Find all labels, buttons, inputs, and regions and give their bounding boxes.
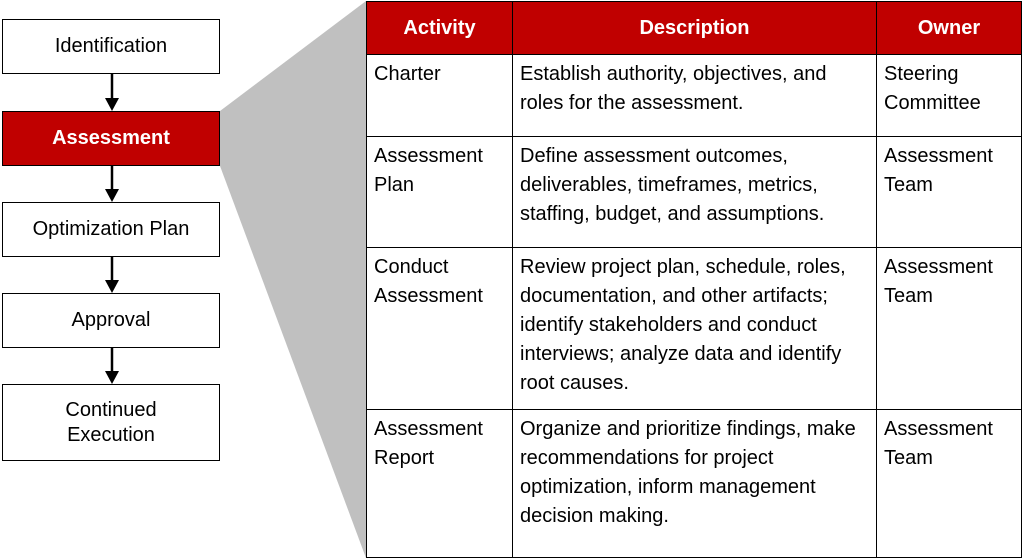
cell-description: Review project plan, schedule, roles, do… <box>512 247 877 410</box>
step-label: Continued Execution <box>65 398 157 446</box>
table-row: Assessment Plan Define assessment outcom… <box>366 136 1022 248</box>
cell-activity: Charter <box>366 54 513 137</box>
step-label: Assessment <box>52 127 170 149</box>
table-row: Conduct Assessment Review project plan, … <box>366 247 1022 410</box>
arrow-down-icon <box>105 257 119 293</box>
step-identification: Identification <box>2 19 220 74</box>
step-approval: Approval <box>2 293 220 348</box>
cell-activity: Assessment Report <box>366 409 513 558</box>
cell-description: Organize and prioritize findings, make r… <box>512 409 877 558</box>
step-assessment: Assessment <box>2 111 220 166</box>
table-row: Assessment Report Organize and prioritiz… <box>366 409 1022 558</box>
cell-activity: Assessment Plan <box>366 136 513 248</box>
arrow-down-icon <box>105 348 119 384</box>
column-header-activity: Activity <box>366 1 513 55</box>
arrow-down-icon <box>105 166 119 202</box>
arrow-down-icon <box>105 74 119 111</box>
step-label: Optimization Plan <box>32 218 190 240</box>
cell-activity: Conduct Assessment <box>366 247 513 410</box>
cell-description: Define assessment outcomes, deliverables… <box>512 136 877 248</box>
step-label: Approval <box>71 309 151 331</box>
column-header-owner: Owner <box>876 1 1022 55</box>
table-row: Charter Establish authority, objectives,… <box>366 54 1022 137</box>
cell-owner: Steering Committee <box>876 54 1022 137</box>
cell-owner: Assessment Team <box>876 409 1022 558</box>
step-label: Identification <box>54 35 168 57</box>
cell-owner: Assessment Team <box>876 247 1022 410</box>
cell-owner: Assessment Team <box>876 136 1022 248</box>
assessment-activity-table: Activity Description Owner Charter Estab… <box>366 1 1022 558</box>
step-continued-execution: Continued Execution <box>2 384 220 461</box>
step-optimization-plan: Optimization Plan <box>2 202 220 257</box>
column-header-description: Description <box>512 1 877 55</box>
cell-description: Establish authority, objectives, and rol… <box>512 54 877 137</box>
table-header-row: Activity Description Owner <box>366 1 1022 55</box>
